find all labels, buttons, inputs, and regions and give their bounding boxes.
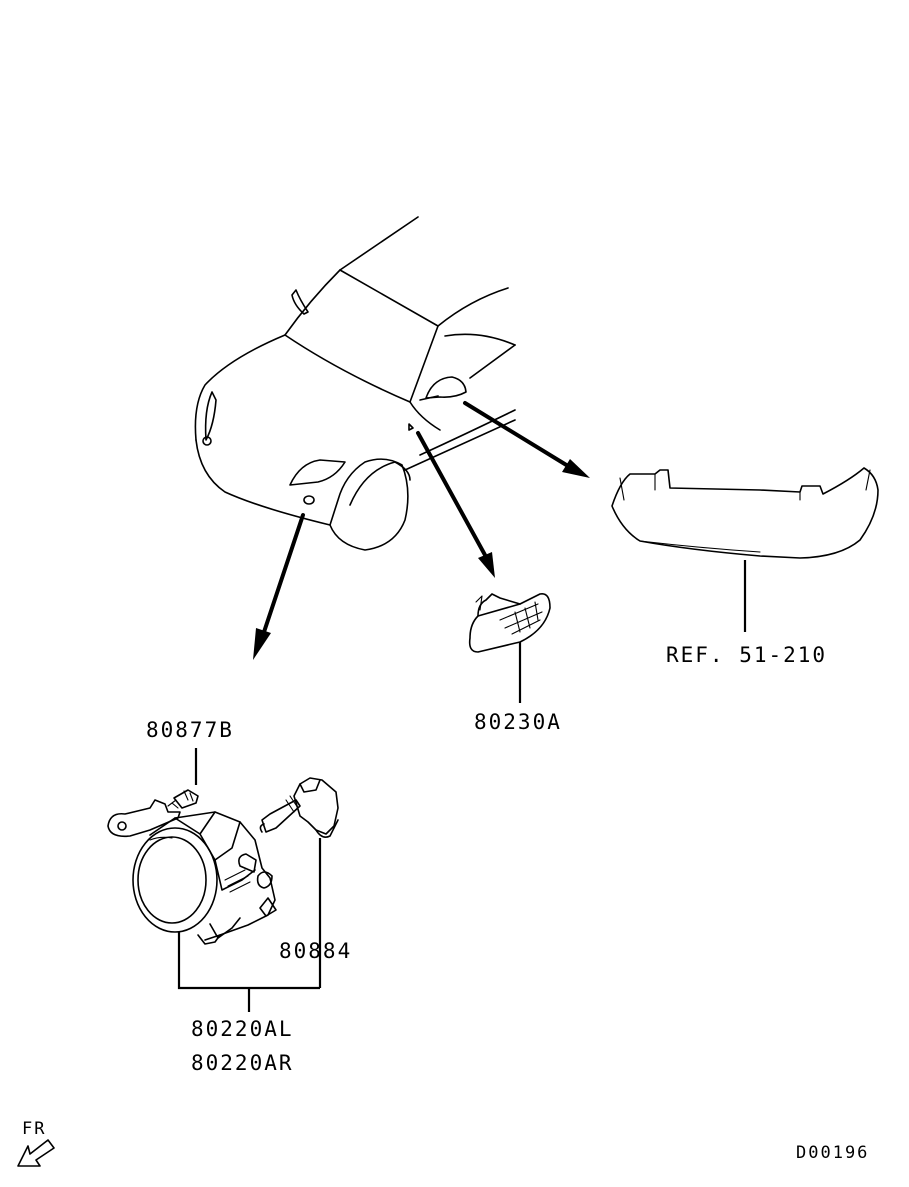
- fog-lamp-left-label: 80220AL: [191, 1017, 294, 1041]
- fog-lamp-right-label: 80220AR: [191, 1051, 294, 1075]
- side-marker-lamp-icon: [468, 592, 551, 653]
- fog-lamp-icon: [107, 799, 277, 945]
- screw-icon: [167, 789, 199, 809]
- diagram-code: D00196: [796, 1143, 869, 1163]
- side-marker-label: 80230A: [474, 710, 562, 734]
- screw-label: 80877B: [146, 718, 234, 742]
- bulb-icon: [259, 777, 339, 838]
- front-indicator-label: FR: [22, 1119, 46, 1139]
- assembly-bracket: [177, 932, 320, 990]
- bulb-label: 80884: [279, 939, 352, 963]
- door-mirror-icon: [611, 467, 879, 559]
- front-direction-arrow-icon: [17, 1139, 55, 1167]
- vehicle-outline-icon: [194, 216, 516, 551]
- callout-arrows: [253, 401, 590, 660]
- reference-label: REF. 51-210: [666, 643, 827, 667]
